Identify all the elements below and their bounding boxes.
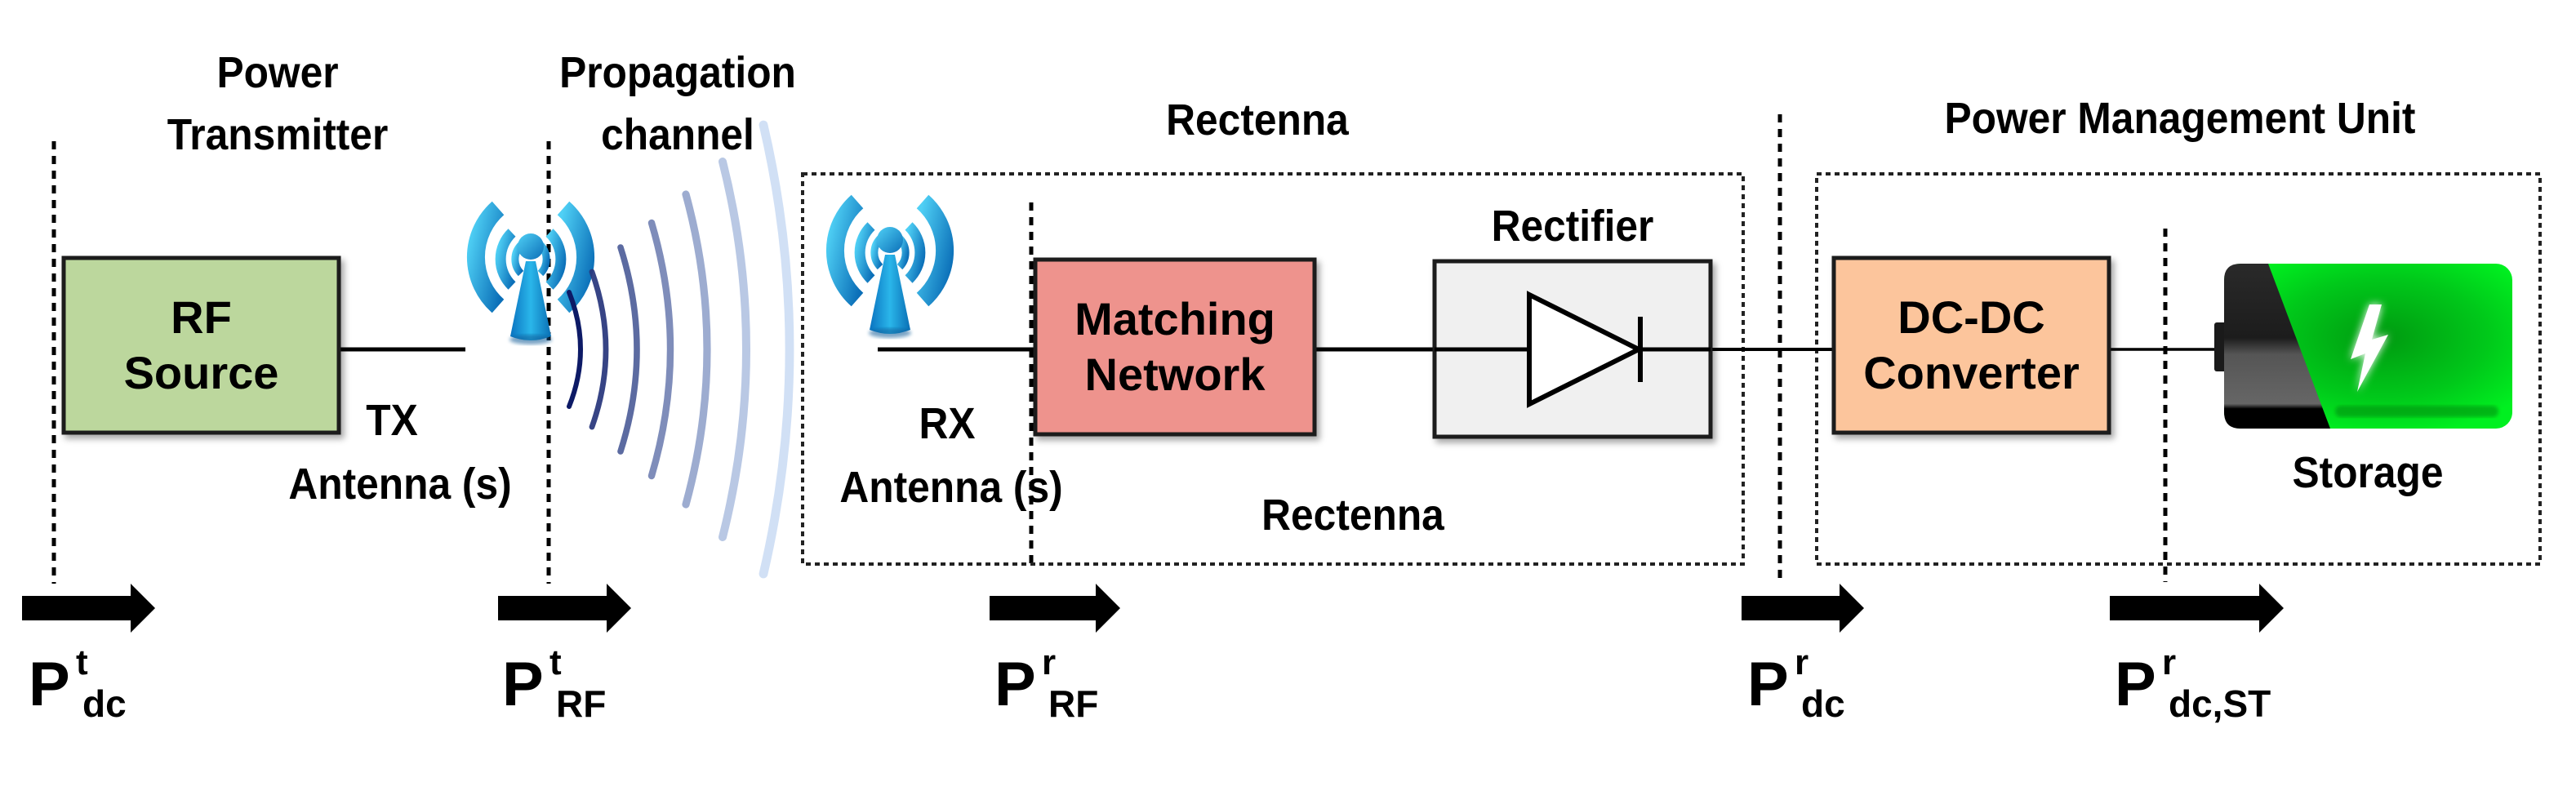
- power-superscript: r: [1042, 642, 1057, 682]
- rectenna-bottom-label: Rectenna: [1261, 491, 1444, 540]
- title-line: Transmitter: [167, 110, 389, 159]
- wave-arc: [589, 269, 609, 430]
- power-superscript: r: [2162, 642, 2177, 682]
- power-symbol: P: [502, 650, 544, 719]
- stage-title-power-management-unit: Power Management Unit: [1944, 94, 2416, 143]
- reference-lines: [51, 114, 2168, 584]
- wave-arc: [682, 190, 711, 509]
- rx-antenna-icon: [825, 194, 954, 338]
- rx-antenna-label: RX: [919, 399, 976, 448]
- power-superscript: t: [76, 642, 88, 682]
- label-line: DC-DC: [1898, 291, 2045, 343]
- power-superscript: t: [549, 642, 562, 682]
- power-subscript: RF: [556, 682, 607, 725]
- wave-arc: [759, 120, 794, 579]
- power-symbol: P: [994, 650, 1036, 719]
- radio-waves-icon: [567, 120, 794, 579]
- storage-label: Storage: [2292, 448, 2444, 497]
- power-flow-arrow: [1742, 584, 1864, 633]
- title-line: Power: [216, 48, 339, 97]
- dc-dc-converter-label: DC-DC Converter: [1834, 258, 2109, 433]
- label-line: RF: [171, 291, 232, 343]
- stage-title-power-transmitter: Power Transmitter: [135, 51, 420, 157]
- label-line: Source: [123, 347, 279, 398]
- power-subscript: dc: [1801, 682, 1845, 725]
- matching-network-block: [1033, 257, 1317, 437]
- title-line: Propagation: [559, 48, 796, 97]
- stage-title-propagation-channel: Propagation channel: [527, 51, 828, 157]
- wave-arc: [647, 219, 674, 480]
- power-symbol: P: [1747, 650, 1789, 719]
- tx-antenna-label: TX: [366, 396, 418, 445]
- stage-title-rectenna: Rectenna: [1166, 96, 1349, 144]
- power-flow-arrow: [22, 584, 155, 633]
- power-flow-arrow: [990, 584, 1120, 633]
- power-subscript: dc,ST: [2169, 682, 2271, 725]
- power-flow-arrow: [498, 584, 631, 633]
- power-symbol: P: [29, 650, 70, 719]
- power-symbol: P: [2115, 650, 2156, 719]
- wave-arc: [719, 158, 750, 541]
- wave-arc: [617, 244, 640, 455]
- matching-network-label: Matching Network: [1035, 260, 1315, 434]
- label-line: Matching: [1074, 292, 1275, 344]
- power-subscript: dc: [82, 682, 127, 725]
- rf-source-label: RF Source: [64, 258, 339, 433]
- title-line: channel: [601, 110, 754, 159]
- tx-antenna-sublabel: Antenna (s): [288, 460, 512, 509]
- wave-arc: [567, 290, 583, 409]
- power-superscript: r: [1795, 642, 1809, 682]
- rx-antenna-sublabel: Antenna (s): [839, 463, 1063, 512]
- power-flow-arrow: [2110, 584, 2284, 633]
- pmu-enclosure: [1815, 172, 2542, 566]
- dc-dc-converter-block: [1831, 256, 2111, 435]
- label-line: Converter: [1863, 347, 2080, 398]
- tx-antenna-icon: [466, 201, 595, 344]
- rectifier-label: Rectifier: [1491, 202, 1654, 251]
- battery-charging-icon: [2214, 264, 2512, 429]
- rf-source-block: [61, 256, 341, 435]
- diode-symbol-icon: [1527, 291, 1644, 408]
- label-line: Network: [1084, 349, 1266, 400]
- rectenna-enclosure: [801, 172, 1745, 566]
- power-subscript: RF: [1048, 682, 1099, 725]
- power-flow-arrows: [22, 584, 2284, 633]
